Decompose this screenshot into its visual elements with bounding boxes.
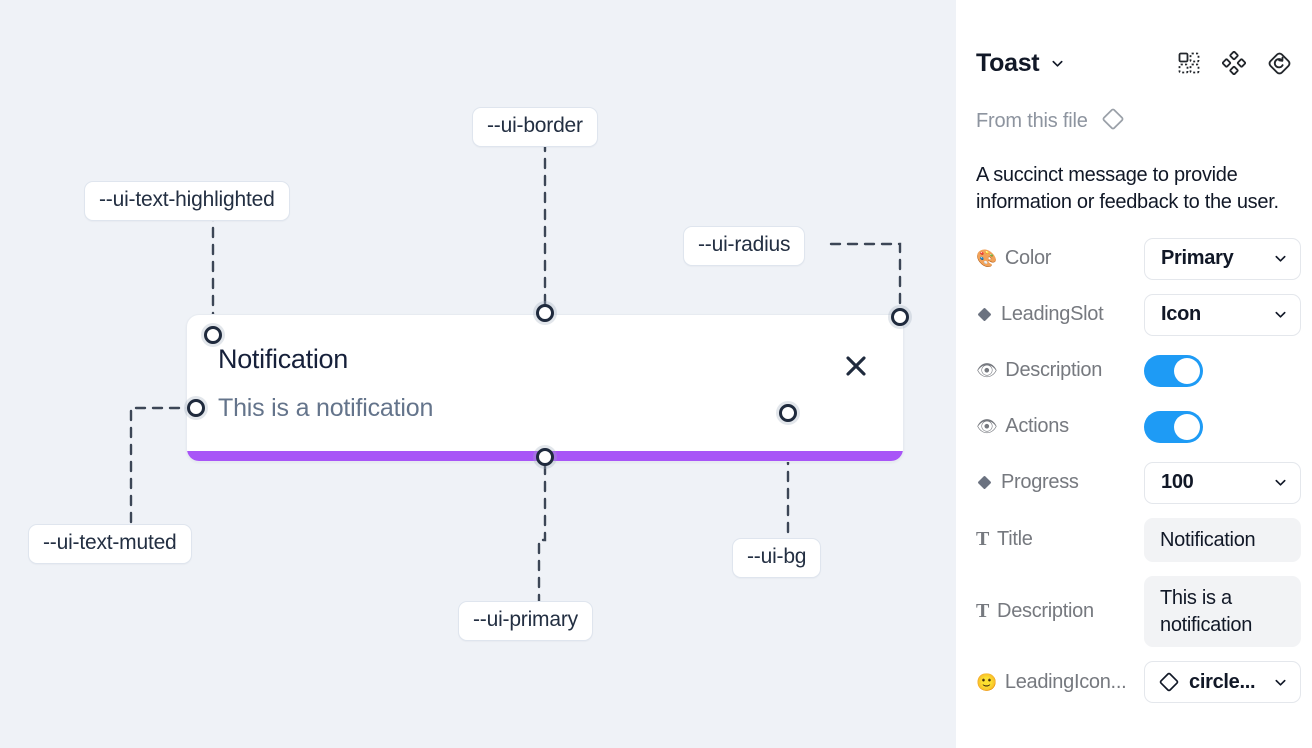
chevron-down-icon: [1273, 475, 1288, 490]
handle-ui-bg[interactable]: [779, 404, 797, 422]
from-this-file-label: From this file: [976, 110, 1088, 132]
property-name: Description: [997, 600, 1094, 623]
token-label-ui-primary[interactable]: --ui-primary: [458, 601, 593, 641]
token-label-ui-bg[interactable]: --ui-bg: [732, 538, 822, 578]
actions-toggle[interactable]: [1144, 410, 1203, 443]
chevron-down-icon: [1273, 307, 1288, 322]
token-label-ui-text-highlighted[interactable]: --ui-text-highlighted: [84, 181, 290, 221]
property-name: Color: [1004, 247, 1052, 270]
token-label-ui-radius[interactable]: --ui-radius: [683, 226, 806, 266]
handle-ui-border[interactable]: [536, 304, 554, 322]
text-type-icon: T: [976, 528, 990, 551]
toast-description: This is a notification: [218, 394, 434, 422]
handle-ui-text-highlighted[interactable]: [204, 326, 222, 344]
token-label-ui-text-muted[interactable]: --ui-text-muted: [28, 524, 192, 564]
variants-diamond-icon[interactable]: [1222, 51, 1246, 75]
handle-ui-primary[interactable]: [536, 448, 554, 466]
property-name: LeadingIcon...: [1004, 670, 1127, 693]
close-icon[interactable]: [843, 353, 869, 379]
panel-toolbar: [1177, 51, 1292, 76]
property-row-title: T Title Notification: [976, 517, 1301, 563]
property-label-progress: Progress: [976, 471, 1144, 494]
leading-slot-select[interactable]: Icon: [1144, 293, 1301, 336]
handle-ui-radius[interactable]: [891, 308, 909, 326]
toggle-knob: [1174, 357, 1200, 384]
token-label-ui-border[interactable]: --ui-border: [472, 107, 598, 147]
property-name: Progress: [1001, 471, 1079, 494]
diamond-icon: [1157, 670, 1181, 694]
property-name: LeadingSlot: [1001, 303, 1104, 326]
property-label-leading-icon: 🙂 LeadingIcon...: [976, 671, 1144, 694]
property-label-color: 🎨 Color: [976, 247, 1144, 270]
reset-diamond-icon[interactable]: [1267, 51, 1292, 76]
description-input[interactable]: This is a notification: [1144, 576, 1301, 648]
color-select[interactable]: Primary: [1144, 237, 1301, 280]
property-list: 🎨 Color Primary: [976, 237, 1301, 704]
property-label-title: T Title: [976, 528, 1144, 551]
smiley-icon: 🙂: [976, 672, 997, 692]
component-description: A succinct message to provide informatio…: [976, 164, 1279, 213]
progress-select[interactable]: 100: [1144, 461, 1301, 504]
filled-diamond-icon: [976, 474, 993, 491]
property-label-description-toggle: 👁 Description: [976, 359, 1144, 382]
design-canvas[interactable]: Notification This is a notification --ui…: [0, 0, 956, 748]
progress-select-value: 100: [1161, 471, 1194, 494]
panel-title: Toast: [976, 48, 1040, 77]
property-row-description-toggle: 👁 Description: [976, 350, 1292, 392]
property-label-actions-toggle: 👁 Actions: [976, 415, 1144, 438]
title-input[interactable]: Notification: [1144, 517, 1301, 563]
properties-panel: Toast: [956, 0, 1312, 748]
filled-diamond-icon: [976, 306, 993, 323]
property-label-description-field: T Description: [976, 600, 1144, 623]
toast-preview-card[interactable]: Notification This is a notification: [186, 314, 904, 462]
toggle-knob: [1174, 413, 1200, 440]
property-name: Actions: [1005, 415, 1069, 438]
color-select-value: Primary: [1161, 247, 1234, 270]
property-label-leading-slot: LeadingSlot: [976, 303, 1144, 326]
description-toggle[interactable]: [1144, 354, 1203, 387]
eye-icon: 👁: [976, 361, 998, 381]
property-row-progress: Progress 100: [976, 461, 1301, 504]
leading-slot-select-value: Icon: [1161, 303, 1201, 326]
property-name: Title: [997, 528, 1033, 551]
palette-icon: 🎨: [976, 249, 997, 269]
leading-icon-select[interactable]: circle...: [1144, 661, 1301, 704]
toast-title: Notification: [218, 344, 348, 374]
text-type-icon: T: [976, 600, 990, 623]
component-grid-icon[interactable]: [1177, 51, 1201, 75]
handle-ui-text-muted[interactable]: [187, 399, 205, 417]
diamond-icon: [1100, 106, 1126, 137]
leading-icon-select-value: circle...: [1189, 670, 1256, 693]
chevron-down-icon[interactable]: [1050, 56, 1065, 71]
property-row-actions-toggle: 👁 Actions: [976, 406, 1292, 448]
property-row-color: 🎨 Color Primary: [976, 237, 1301, 280]
eye-icon: 👁: [976, 417, 998, 437]
property-row-leading-slot: LeadingSlot Icon: [976, 293, 1301, 336]
property-row-leading-icon: 🙂 LeadingIcon... circle...: [976, 661, 1301, 704]
property-row-description-field: T Description This is a notification: [976, 576, 1301, 648]
property-name: Description: [1005, 359, 1103, 382]
panel-header: Toast: [976, 32, 1292, 94]
chevron-down-icon: [1273, 251, 1288, 266]
from-this-file-row[interactable]: From this file: [976, 106, 1292, 137]
chevron-down-icon: [1273, 675, 1288, 690]
